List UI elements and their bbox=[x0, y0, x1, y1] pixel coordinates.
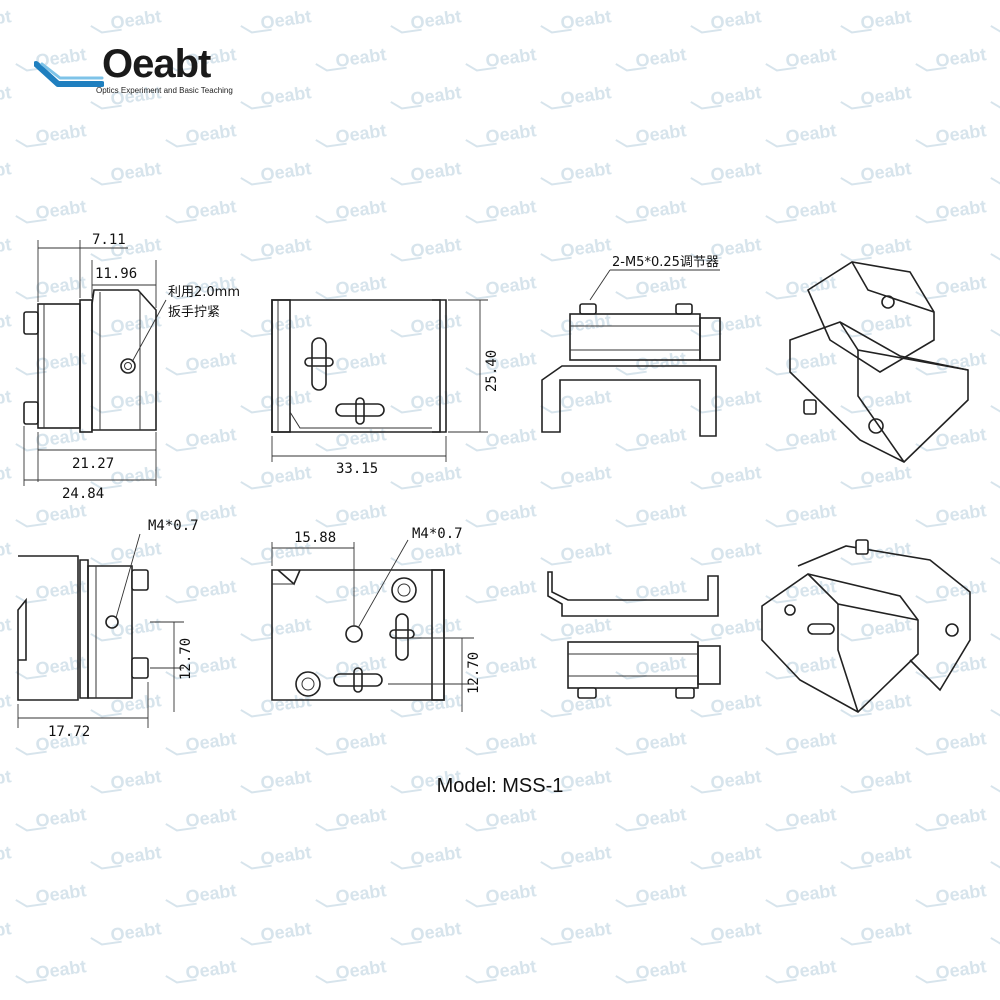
model-caption: Model: MSS-1 bbox=[436, 775, 564, 797]
logo-tagline: Optics Experiment and Basic Teaching bbox=[96, 86, 233, 95]
watermark-logo-icon: Oeabt bbox=[990, 937, 1000, 946]
svg-text:Oeabt: Oeabt bbox=[0, 766, 13, 793]
svg-text:Oeabt: Oeabt bbox=[0, 6, 13, 33]
watermark-logo-icon: Oeabt bbox=[765, 804, 838, 832]
watermark-logo-icon: Oeabt bbox=[990, 253, 1000, 262]
logo-name: Oeabt bbox=[102, 42, 211, 86]
isometric-view-bottom bbox=[761, 539, 971, 713]
svg-text:Oeabt: Oeabt bbox=[0, 918, 13, 945]
watermark-logo-icon: Oeabt bbox=[0, 82, 13, 109]
watermark-logo-icon: Oeabt bbox=[0, 386, 13, 413]
watermark-logo-icon: Oeabt bbox=[990, 861, 1000, 870]
dim-12-70-right: 12.70 bbox=[466, 652, 482, 694]
svg-text:Oeabt: Oeabt bbox=[0, 310, 13, 337]
watermark-logo-icon: Oeabt bbox=[990, 329, 1000, 338]
logo-mark-icon bbox=[34, 61, 104, 87]
watermark-logo-icon: Oeabt bbox=[990, 481, 1000, 490]
brand-logo: Oeabt Optics Experiment and Basic Teachi… bbox=[34, 42, 254, 98]
svg-text:Oeabt: Oeabt bbox=[0, 234, 13, 261]
dim-25-40: 25.40 bbox=[484, 350, 500, 392]
watermark-logo-icon: Oeabt bbox=[990, 177, 1000, 186]
svg-text:Oeabt: Oeabt bbox=[0, 158, 13, 185]
adjuster-view-bottom bbox=[547, 571, 721, 699]
dim-15-88: 15.88 bbox=[294, 530, 336, 546]
watermark-logo-icon: Oeabt bbox=[0, 842, 13, 869]
note-thread-right: M4*0.7 bbox=[412, 526, 463, 542]
dim-11-96: 11.96 bbox=[95, 266, 137, 282]
watermark-logo-icon: Oeabt bbox=[0, 310, 13, 337]
svg-text:Oeabt: Oeabt bbox=[0, 82, 13, 109]
watermark-logo-icon: Oeabt bbox=[0, 462, 13, 489]
dim-12-70-left: 12.70 bbox=[178, 638, 194, 680]
isometric-view-top bbox=[789, 261, 969, 463]
watermark-logo-icon: Oeabt bbox=[990, 101, 1000, 110]
svg-text:Oeabt: Oeabt bbox=[0, 614, 13, 641]
watermark-logo-icon: Oeabt bbox=[990, 709, 1000, 718]
watermark-logo-icon: Oeabt bbox=[0, 158, 13, 185]
dim-21-27: 21.27 bbox=[72, 456, 114, 472]
dim-24-84: 24.84 bbox=[62, 486, 104, 502]
watermark-logo-icon: Oeabt bbox=[0, 690, 13, 717]
dim-33-15: 33.15 bbox=[336, 461, 378, 477]
side-view-top: 7.11 11.96 利用2.0mm 扳手拧紧 21.27 24.84 bbox=[23, 232, 240, 502]
svg-text:Oeabt: Oeabt bbox=[0, 538, 13, 565]
watermark-logo-icon: Oeabt bbox=[0, 918, 13, 945]
svg-text:Oeabt: Oeabt bbox=[0, 690, 13, 717]
watermark-logo-icon: Oeabt bbox=[990, 405, 1000, 414]
watermark-logo-icon: Oeabt bbox=[0, 538, 13, 565]
watermark-logo-icon: Oeabt bbox=[990, 633, 1000, 642]
svg-text:Oeabt: Oeabt bbox=[0, 842, 13, 869]
front-view-top: 25.40 33.15 bbox=[271, 299, 500, 477]
svg-text:Oeabt: Oeabt bbox=[0, 462, 13, 489]
adjuster-view-top: 2-M5*0.25调节器 bbox=[541, 255, 721, 437]
watermark-logo-icon: Oeabt bbox=[240, 310, 313, 338]
note-adjuster: 2-M5*0.25调节器 bbox=[612, 255, 719, 270]
watermark-logo-icon: Oeabt bbox=[0, 614, 13, 641]
watermark-logo-icon: Oeabt bbox=[990, 785, 1000, 794]
watermark-logo-icon: Oeabt bbox=[0, 234, 13, 261]
note-wrench-line2: 扳手拧紧 bbox=[168, 304, 220, 320]
note-thread-left: M4*0.7 bbox=[148, 518, 199, 534]
dim-17-72: 17.72 bbox=[48, 724, 90, 740]
watermark-logo-icon: Oeabt bbox=[0, 766, 13, 793]
note-wrench-line1: 利用2.0mm bbox=[168, 285, 240, 300]
svg-text:Oeabt: Oeabt bbox=[0, 386, 13, 413]
dim-7-11: 7.11 bbox=[92, 232, 126, 248]
watermark-logo-icon: Oeabt bbox=[0, 6, 13, 33]
watermark-logo-icon: Oeabt bbox=[990, 557, 1000, 566]
front-view-bottom: 15.88 M4*0.7 12.70 bbox=[271, 526, 482, 712]
watermark-logo-icon: Oeabt bbox=[990, 25, 1000, 34]
side-view-bottom: M4*0.7 12.70 17.72 bbox=[17, 518, 199, 740]
